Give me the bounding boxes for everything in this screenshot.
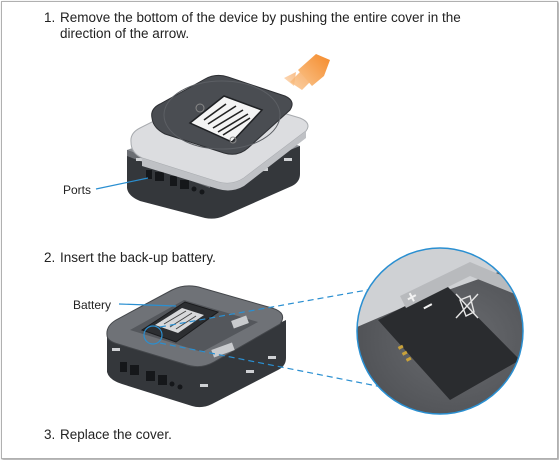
step-1-text-line1: Remove the bottom of the device by pushi…	[60, 10, 461, 25]
battery-label: Battery	[73, 298, 112, 312]
step-3: 3. Replace the cover.	[44, 427, 172, 443]
device-with-cover	[127, 74, 309, 219]
step-2-number: 2.	[44, 250, 56, 265]
ports-callout-line	[95, 177, 149, 190]
step-1-number: 1.	[44, 10, 56, 25]
ports-label: Ports	[63, 183, 92, 197]
step-2-text: Insert the back-up battery.	[60, 250, 216, 265]
push-direction-arrow	[284, 54, 330, 90]
step-2: 2. Insert the back-up battery.	[44, 250, 216, 266]
device-with-battery	[106, 285, 286, 408]
device-screen	[188, 95, 264, 143]
magnified-detail: + −	[356, 247, 524, 415]
step-3-number: 3.	[44, 427, 56, 442]
battery-connector-pins	[397, 344, 412, 362]
step-3-text: Replace the cover.	[60, 427, 172, 442]
battery-callout-line	[118, 303, 177, 307]
step-1: 1. Remove the bottom of the device by pus…	[44, 10, 514, 42]
step-1-text-line2: direction of the arrow.	[60, 26, 190, 41]
battery-connector-highlight	[143, 325, 163, 345]
disposal-icon	[455, 293, 479, 319]
magnifier-projection-lines	[159, 286, 393, 390]
ports	[146, 170, 205, 195]
